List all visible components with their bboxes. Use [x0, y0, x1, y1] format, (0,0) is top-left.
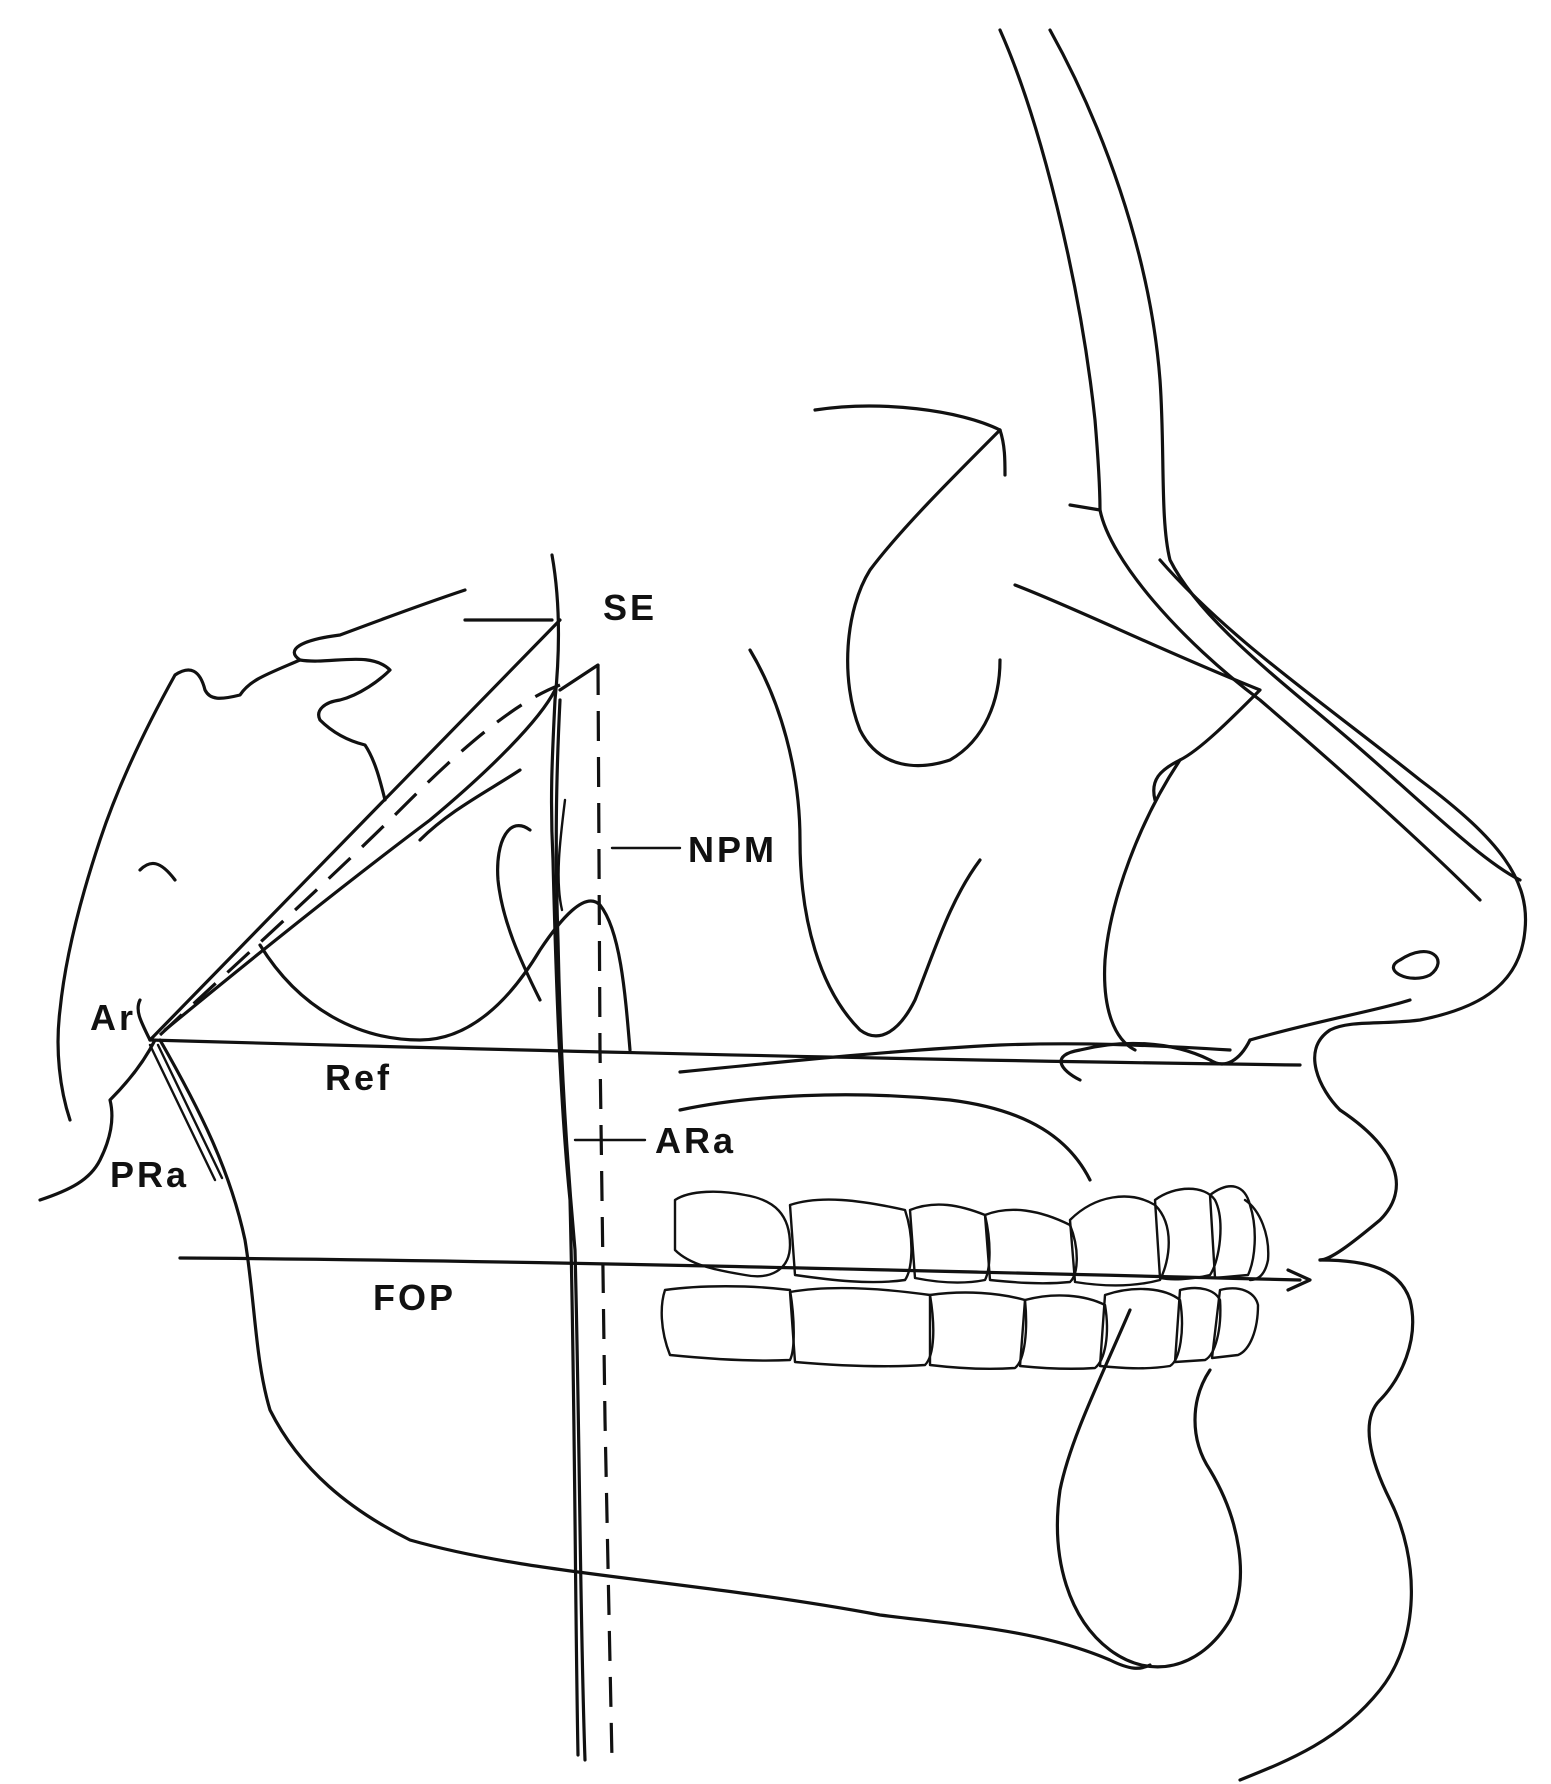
label-ref: Ref — [325, 1057, 392, 1098]
articulare-lines — [136, 618, 562, 1182]
ref-line — [148, 1038, 1302, 1182]
diagram-labels: SE NPM Ar Ref ARa PRa FOP — [90, 587, 777, 1318]
upper-teeth — [673, 1185, 1270, 1287]
fop-line — [178, 1256, 1312, 1292]
ramus-outline — [258, 798, 632, 1052]
maxillary-structures — [748, 404, 1262, 1082]
lower-teeth — [660, 1285, 1260, 1371]
label-pra: PRa — [110, 1154, 189, 1195]
nasal-bone-outline — [998, 28, 1522, 902]
label-ara: ARa — [655, 1120, 736, 1161]
label-npm: NPM — [688, 829, 777, 870]
label-fop: FOP — [373, 1277, 456, 1318]
soft-tissue-profile — [1158, 558, 1528, 1782]
mandible-outline — [38, 1038, 1242, 1670]
label-se: SE — [603, 587, 657, 628]
label-ar: Ar — [90, 997, 136, 1038]
vertical-reference-lines — [463, 553, 614, 1762]
cranial-base-outline — [56, 588, 522, 1122]
